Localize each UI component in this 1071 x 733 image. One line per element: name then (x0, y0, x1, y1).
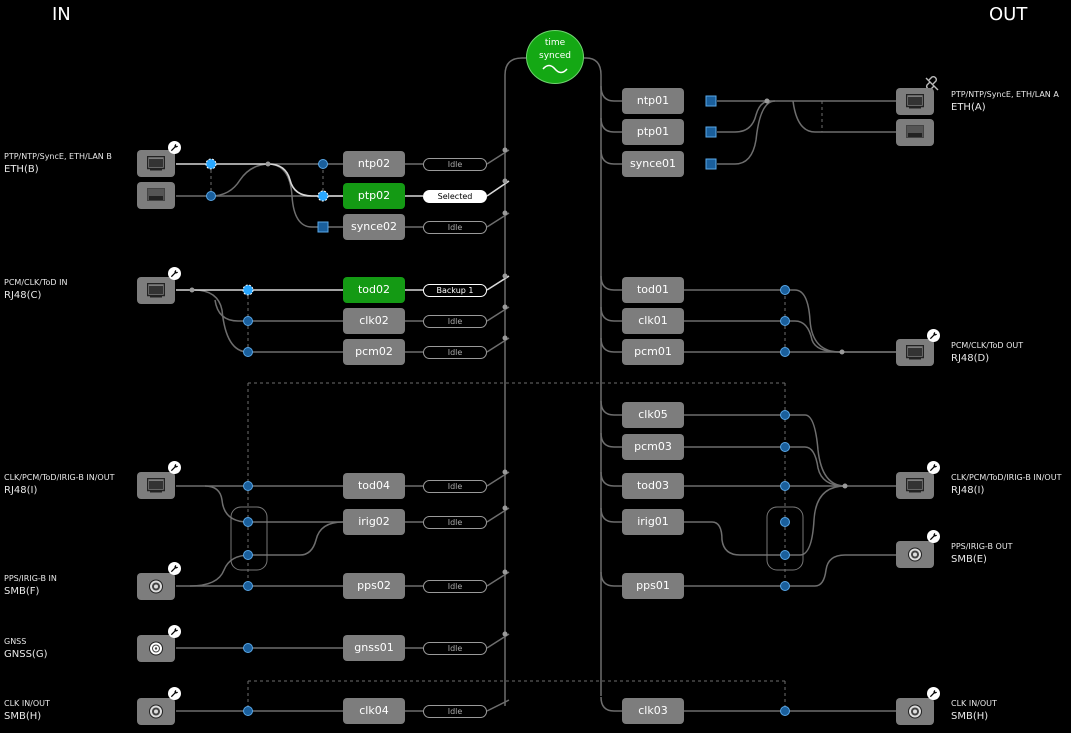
port-name: SMB(F) (4, 586, 40, 597)
port-name: RJ48(C) (4, 290, 42, 301)
port-description: CLK/PCM/ToD/IRIG-B IN/OUT (951, 473, 1062, 482)
ethernet-port-button[interactable] (896, 339, 934, 366)
source-box-ntp02[interactable]: ntp02 (343, 151, 405, 177)
ethernet-port-button[interactable] (896, 472, 934, 499)
ethernet-port-button[interactable] (137, 472, 175, 499)
ethernet-port-icon (906, 125, 924, 138)
coax-connector-icon (149, 704, 163, 719)
source-status-tod04: Idle (423, 480, 487, 493)
source-status-pps02: Idle (423, 580, 487, 593)
output-box-clk03[interactable]: clk03 (622, 698, 684, 724)
coax-connector-icon (149, 579, 163, 594)
wrench-icon[interactable] (168, 625, 181, 638)
gnss-antenna-icon (149, 641, 163, 656)
wrench-icon[interactable] (168, 141, 181, 154)
output-box-ptp01[interactable]: ptp01 (622, 119, 684, 145)
source-box-tod04[interactable]: tod04 (343, 473, 405, 499)
port-name: RJ48(I) (951, 485, 985, 496)
sine-wave-icon (542, 64, 568, 74)
ethernet-port-icon (906, 94, 924, 109)
output-box-ntp01[interactable]: ntp01 (622, 88, 684, 114)
output-box-pcm03[interactable]: pcm03 (622, 434, 684, 460)
port-description: PCM/CLK/ToD IN (4, 278, 68, 287)
source-box-gnss01[interactable]: gnss01 (343, 635, 405, 661)
source-status-synce02: Idle (423, 221, 487, 234)
wrench-icon[interactable] (168, 267, 181, 280)
port-description: CLK IN/OUT (4, 699, 50, 708)
ethernet-port-icon (906, 478, 924, 493)
inputs-header: IN (52, 4, 71, 25)
source-box-irig02[interactable]: irig02 (343, 509, 405, 535)
coax-port-button[interactable] (896, 541, 934, 568)
ethernet-port-icon (147, 478, 165, 493)
output-box-tod01[interactable]: tod01 (622, 277, 684, 303)
port-name: SMB(E) (951, 554, 987, 565)
ethernet-port-button[interactable] (896, 119, 934, 146)
output-box-synce01[interactable]: synce01 (622, 151, 684, 177)
port-name: RJ48(D) (951, 353, 990, 364)
source-status-clk02: Idle (423, 315, 487, 328)
gnss-port-button[interactable] (137, 635, 175, 662)
wrench-icon[interactable] (927, 530, 940, 543)
source-status-clk04: Idle (423, 705, 487, 718)
port-name: GNSS(G) (4, 649, 48, 660)
source-box-tod02[interactable]: tod02 (343, 277, 405, 303)
ethernet-port-button[interactable] (137, 277, 175, 304)
source-status-irig02: Idle (423, 516, 487, 529)
source-box-synce02[interactable]: synce02 (343, 214, 405, 240)
port-description: PPS/IRIG-B OUT (951, 542, 1013, 551)
source-box-clk04[interactable]: clk04 (343, 698, 405, 724)
coax-port-button[interactable] (137, 698, 175, 725)
coax-port-button[interactable] (896, 698, 934, 725)
outputs-header: OUT (989, 4, 1028, 25)
sync-status-line1: time (544, 38, 566, 48)
ethernet-port-icon (147, 156, 165, 171)
port-description: PCM/CLK/ToD OUT (951, 341, 1024, 350)
output-box-pcm01[interactable]: pcm01 (622, 339, 684, 365)
source-status-gnss01: Idle (423, 642, 487, 655)
wrench-icon[interactable] (927, 687, 940, 700)
source-status-tod02: Backup 1 (423, 284, 487, 297)
source-box-clk02[interactable]: clk02 (343, 308, 405, 334)
port-name: SMB(H) (951, 711, 989, 722)
ethernet-port-button[interactable] (137, 150, 175, 177)
output-box-clk01[interactable]: clk01 (622, 308, 684, 334)
port-description: PTP/NTP/SyncE, ETH/LAN B (4, 152, 112, 161)
source-box-pps02[interactable]: pps02 (343, 573, 405, 599)
ethernet-port-icon (147, 188, 165, 201)
output-box-pps01[interactable]: pps01 (622, 573, 684, 599)
source-status-ptp02: Selected (423, 190, 487, 203)
port-description: CLK/PCM/ToD/IRIG-B IN/OUT (4, 473, 115, 482)
output-box-irig01[interactable]: irig01 (622, 509, 684, 535)
port-description: PPS/IRIG-B IN (4, 574, 57, 583)
port-name: SMB(H) (4, 711, 42, 722)
port-description: CLK IN/OUT (951, 699, 997, 708)
coax-port-button[interactable] (137, 573, 175, 600)
wrench-icon[interactable] (168, 562, 181, 575)
time-sync-indicator[interactable]: time synced (526, 30, 584, 84)
coax-connector-icon (908, 704, 922, 719)
wrench-icon[interactable] (168, 461, 181, 474)
ethernet-port-button[interactable] (137, 182, 175, 209)
port-description: GNSS (4, 637, 27, 646)
wrench-icon[interactable] (927, 329, 940, 342)
output-box-clk05[interactable]: clk05 (622, 402, 684, 428)
ethernet-port-button[interactable] (896, 88, 934, 115)
source-status-ntp02: Idle (423, 158, 487, 171)
source-status-pcm02: Idle (423, 346, 487, 359)
port-name: ETH(A) (951, 102, 986, 113)
wrench-icon[interactable] (168, 687, 181, 700)
ethernet-port-icon (906, 345, 924, 360)
source-box-ptp02[interactable]: ptp02 (343, 183, 405, 209)
port-description: PTP/NTP/SyncE, ETH/LAN A (951, 90, 1059, 99)
coax-connector-icon (908, 547, 922, 562)
wrench-icon[interactable] (927, 461, 940, 474)
sync-status-line2: synced (539, 51, 571, 61)
port-name: RJ48(I) (4, 485, 38, 496)
output-box-tod03[interactable]: tod03 (622, 473, 684, 499)
source-box-pcm02[interactable]: pcm02 (343, 339, 405, 365)
port-name: ETH(B) (4, 164, 39, 175)
ethernet-port-icon (147, 283, 165, 298)
